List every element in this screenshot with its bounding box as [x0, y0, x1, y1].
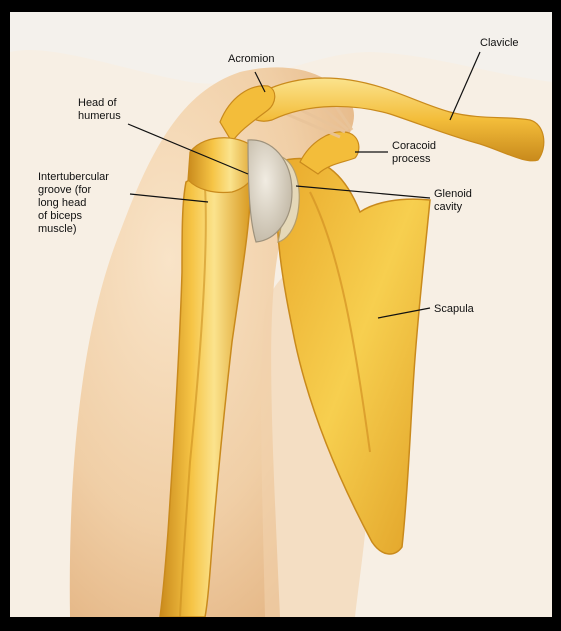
label-glenoid-cavity-line-1: Glenoid [434, 188, 472, 200]
label-coracoid-process-line-2: process [392, 153, 431, 165]
label-intertubercular-groove-line-2: groove (for [38, 184, 92, 196]
label-scapula: Scapula [434, 303, 475, 315]
label-clavicle: Clavicle [480, 37, 519, 49]
label-intertubercular-groove-line-1: Intertubercular [38, 171, 109, 183]
diagram-canvas: Acromion Clavicle Head of humerus Coraco… [10, 12, 552, 617]
label-head-of-humerus-line-2: humerus [78, 110, 121, 122]
label-head-of-humerus-line-1: Head of [78, 97, 117, 109]
label-acromion: Acromion [228, 53, 274, 65]
label-intertubercular-groove-line-4: of biceps [38, 210, 83, 222]
label-intertubercular-groove-line-5: muscle) [38, 223, 77, 235]
label-intertubercular-groove-line-3: long head [38, 197, 86, 209]
label-coracoid-process-line-1: Coracoid [392, 140, 436, 152]
shoulder-anatomy-diagram: Acromion Clavicle Head of humerus Coraco… [10, 12, 552, 617]
label-glenoid-cavity-line-2: cavity [434, 201, 463, 213]
